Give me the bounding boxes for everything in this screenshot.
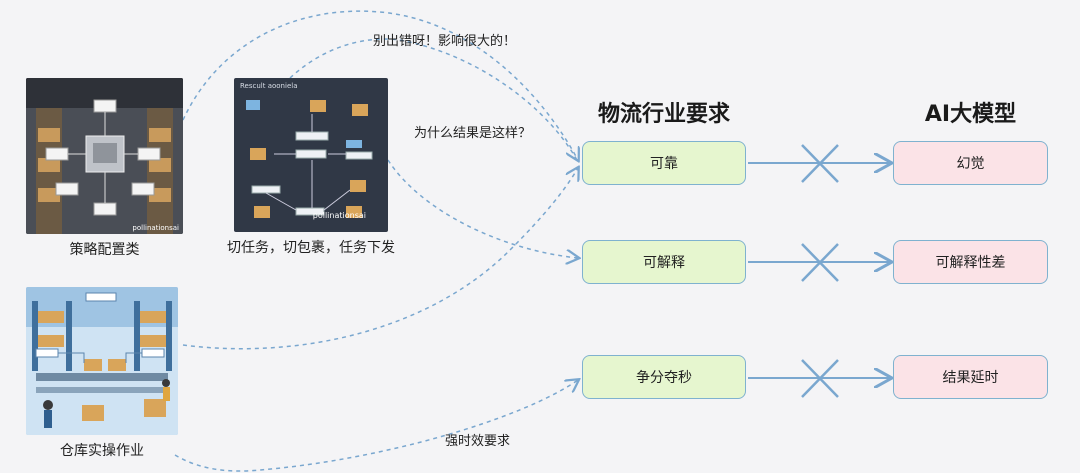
annotation-question: 为什么结果是这样？ [414, 126, 532, 141]
warehouse-hub-illustration [26, 78, 183, 234]
ai-issue-box-poor-explainability: 可解释性差 [893, 240, 1048, 284]
caption-strategy: 策略配置类 [69, 242, 140, 258]
strategy-config-image: pollinationsai [26, 78, 183, 234]
caption-warehouse: 仓库实操作业 [60, 443, 144, 459]
ai-issue-box-latency: 结果延时 [893, 355, 1048, 399]
requirement-box-reliable: 可靠 [582, 141, 746, 185]
cross-row2 [801, 243, 839, 282]
cross-row1 [801, 144, 839, 183]
flow-strategy-to-reliable [182, 10, 578, 160]
annotation-warning: 别出错呀！影响很大的！ [373, 34, 517, 49]
watermark-1: pollinationsai [132, 224, 179, 232]
flow-task-to-explainable [387, 159, 578, 258]
warehouse-ops-image [26, 287, 178, 435]
header-logistics-requirements: 物流行业要求 [597, 102, 730, 127]
watermark-2: pollinationsai [312, 211, 366, 220]
task-image-title: Rescult aooniela [240, 82, 298, 90]
ai-issue-box-hallucination: 幻觉 [893, 141, 1048, 185]
header-ai-models: AI大模型 [924, 102, 1017, 127]
task-split-image: Rescult aooniela po [234, 78, 388, 232]
caption-task: 切任务，切包裹，任务下发 [227, 240, 395, 256]
requirement-box-timing: 争分夺秒 [582, 355, 746, 399]
flow-task-to-reliable [289, 38, 579, 163]
annotation-timing: 强时效要求 [445, 434, 511, 449]
warehouse-ops-illustration [26, 287, 178, 435]
flow-warehouse-to-timing [174, 380, 578, 472]
cross-row3 [801, 359, 839, 398]
requirement-box-explainable: 可解释 [582, 240, 746, 284]
task-flowchart-illustration [246, 100, 373, 218]
